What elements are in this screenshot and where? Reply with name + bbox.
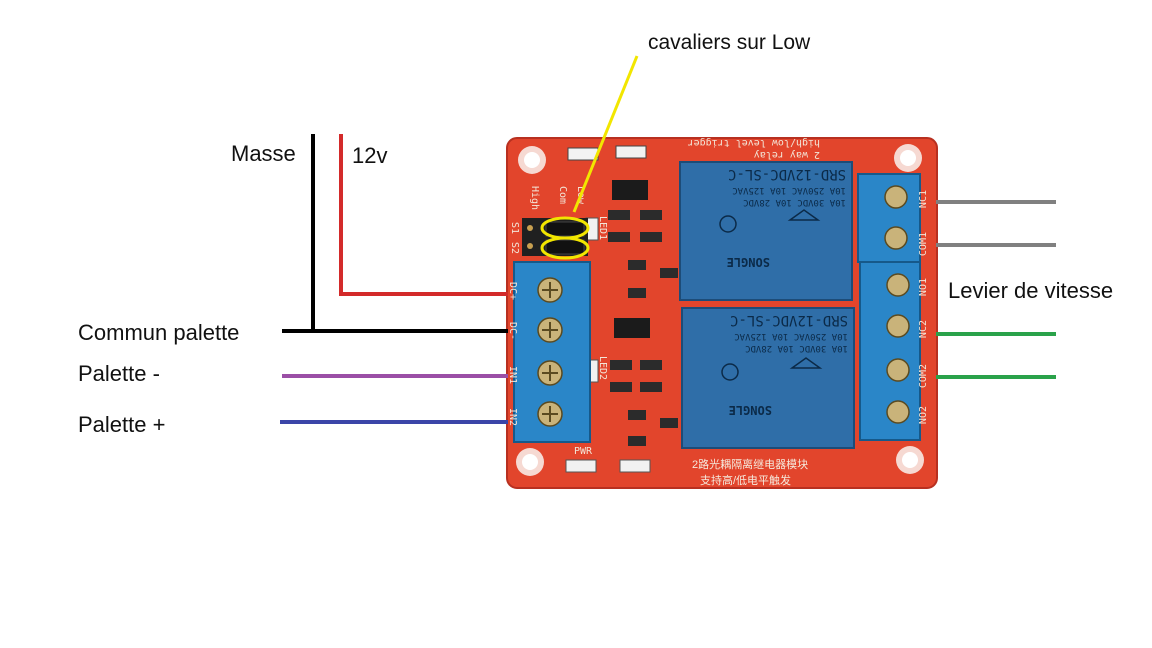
wires (280, 134, 1056, 424)
relay-1: SRD-12VDC-SL-C 10A 250VAC 10A 125VAC 10A… (679, 161, 853, 301)
relay-1-brand: SONGLE (727, 255, 770, 269)
smd-components (608, 210, 678, 446)
terminal-screw-com1 (884, 226, 908, 250)
relay-2-brand: SONGLE (729, 403, 772, 417)
board-chinese-2: 支持高/低电平触发 (700, 473, 791, 487)
optocoupler-2 (614, 318, 650, 338)
board-chinese-1: 2路光耦隔离继电器模块 (692, 457, 808, 471)
relay-board: 2 way relay high/low level trigger LED1 … (506, 137, 938, 489)
ground-label: Masse (231, 141, 296, 166)
terminal-screw-no2 (886, 400, 910, 424)
jumper-label-com: Com (557, 186, 568, 204)
pin-com2: COM2 (918, 364, 929, 388)
jumper-highlight-ellipse-2 (540, 236, 590, 260)
pin-in2: IN2 (507, 408, 518, 426)
paddle-plus-label: Palette + (78, 412, 166, 437)
pwr-label: PWR (574, 446, 593, 457)
relay-1-spec-2: 10A 30VDC 10A 28VDC (743, 197, 846, 207)
wire-12v (339, 134, 508, 296)
jumper-id-s1: S1 (509, 222, 520, 234)
pin-nc1: NC1 (918, 190, 929, 208)
output-terminal-block (857, 173, 921, 441)
terminal-screw-com2 (886, 358, 910, 382)
pin-dc-plus: DC+ (507, 282, 518, 300)
board-title-1: high/low level trigger (688, 137, 820, 148)
board-title-2: 2 way relay (754, 149, 820, 160)
relay-1-model: SRD-12VDC-SL-C (728, 166, 846, 182)
pin-nc2: NC2 (918, 320, 929, 338)
relay-2: SRD-12VDC-SL-C 10A 250VAC 10A 125VAC 10A… (681, 307, 855, 449)
pin-dc-minus: DC- (507, 322, 518, 340)
gear-lever-label: Levier de vitesse (948, 278, 1114, 303)
jumper-id-s2: S2 (509, 242, 520, 254)
optocoupler-1 (612, 180, 648, 200)
paddle-minus-label: Palette - (78, 361, 160, 386)
terminal-screw-nc2 (886, 314, 910, 338)
jumpers-label: cavaliers sur Low (648, 31, 811, 54)
relay-2-model: SRD-12VDC-SL-C (730, 312, 848, 328)
terminal-screw-no1 (886, 273, 910, 297)
led1-label: LED1 (597, 216, 608, 240)
power-label: 12v (352, 143, 388, 168)
pin-no1: NO1 (918, 278, 929, 296)
pin-com1: COM1 (918, 232, 929, 256)
terminal-screw-nc1 (884, 185, 908, 209)
relay-2-spec-2: 10A 30VDC 10A 28VDC (745, 343, 848, 353)
relay-1-spec-1: 10A 250VAC 10A 125VAC (732, 185, 846, 195)
relay-2-spec-1: 10A 250VAC 10A 125VAC (734, 331, 848, 341)
jumper-highlight (540, 55, 639, 260)
led2-label: LED2 (597, 356, 608, 380)
pin-no2: NO2 (918, 406, 929, 424)
pwr-led (565, 459, 597, 473)
input-terminal-block (513, 261, 591, 443)
jumper-label-high: High (529, 186, 540, 210)
pin-in1: IN1 (507, 366, 518, 384)
mounting-holes (516, 144, 924, 476)
common-label: Commun palette (78, 320, 240, 345)
jumper-pointer-line (572, 55, 639, 213)
